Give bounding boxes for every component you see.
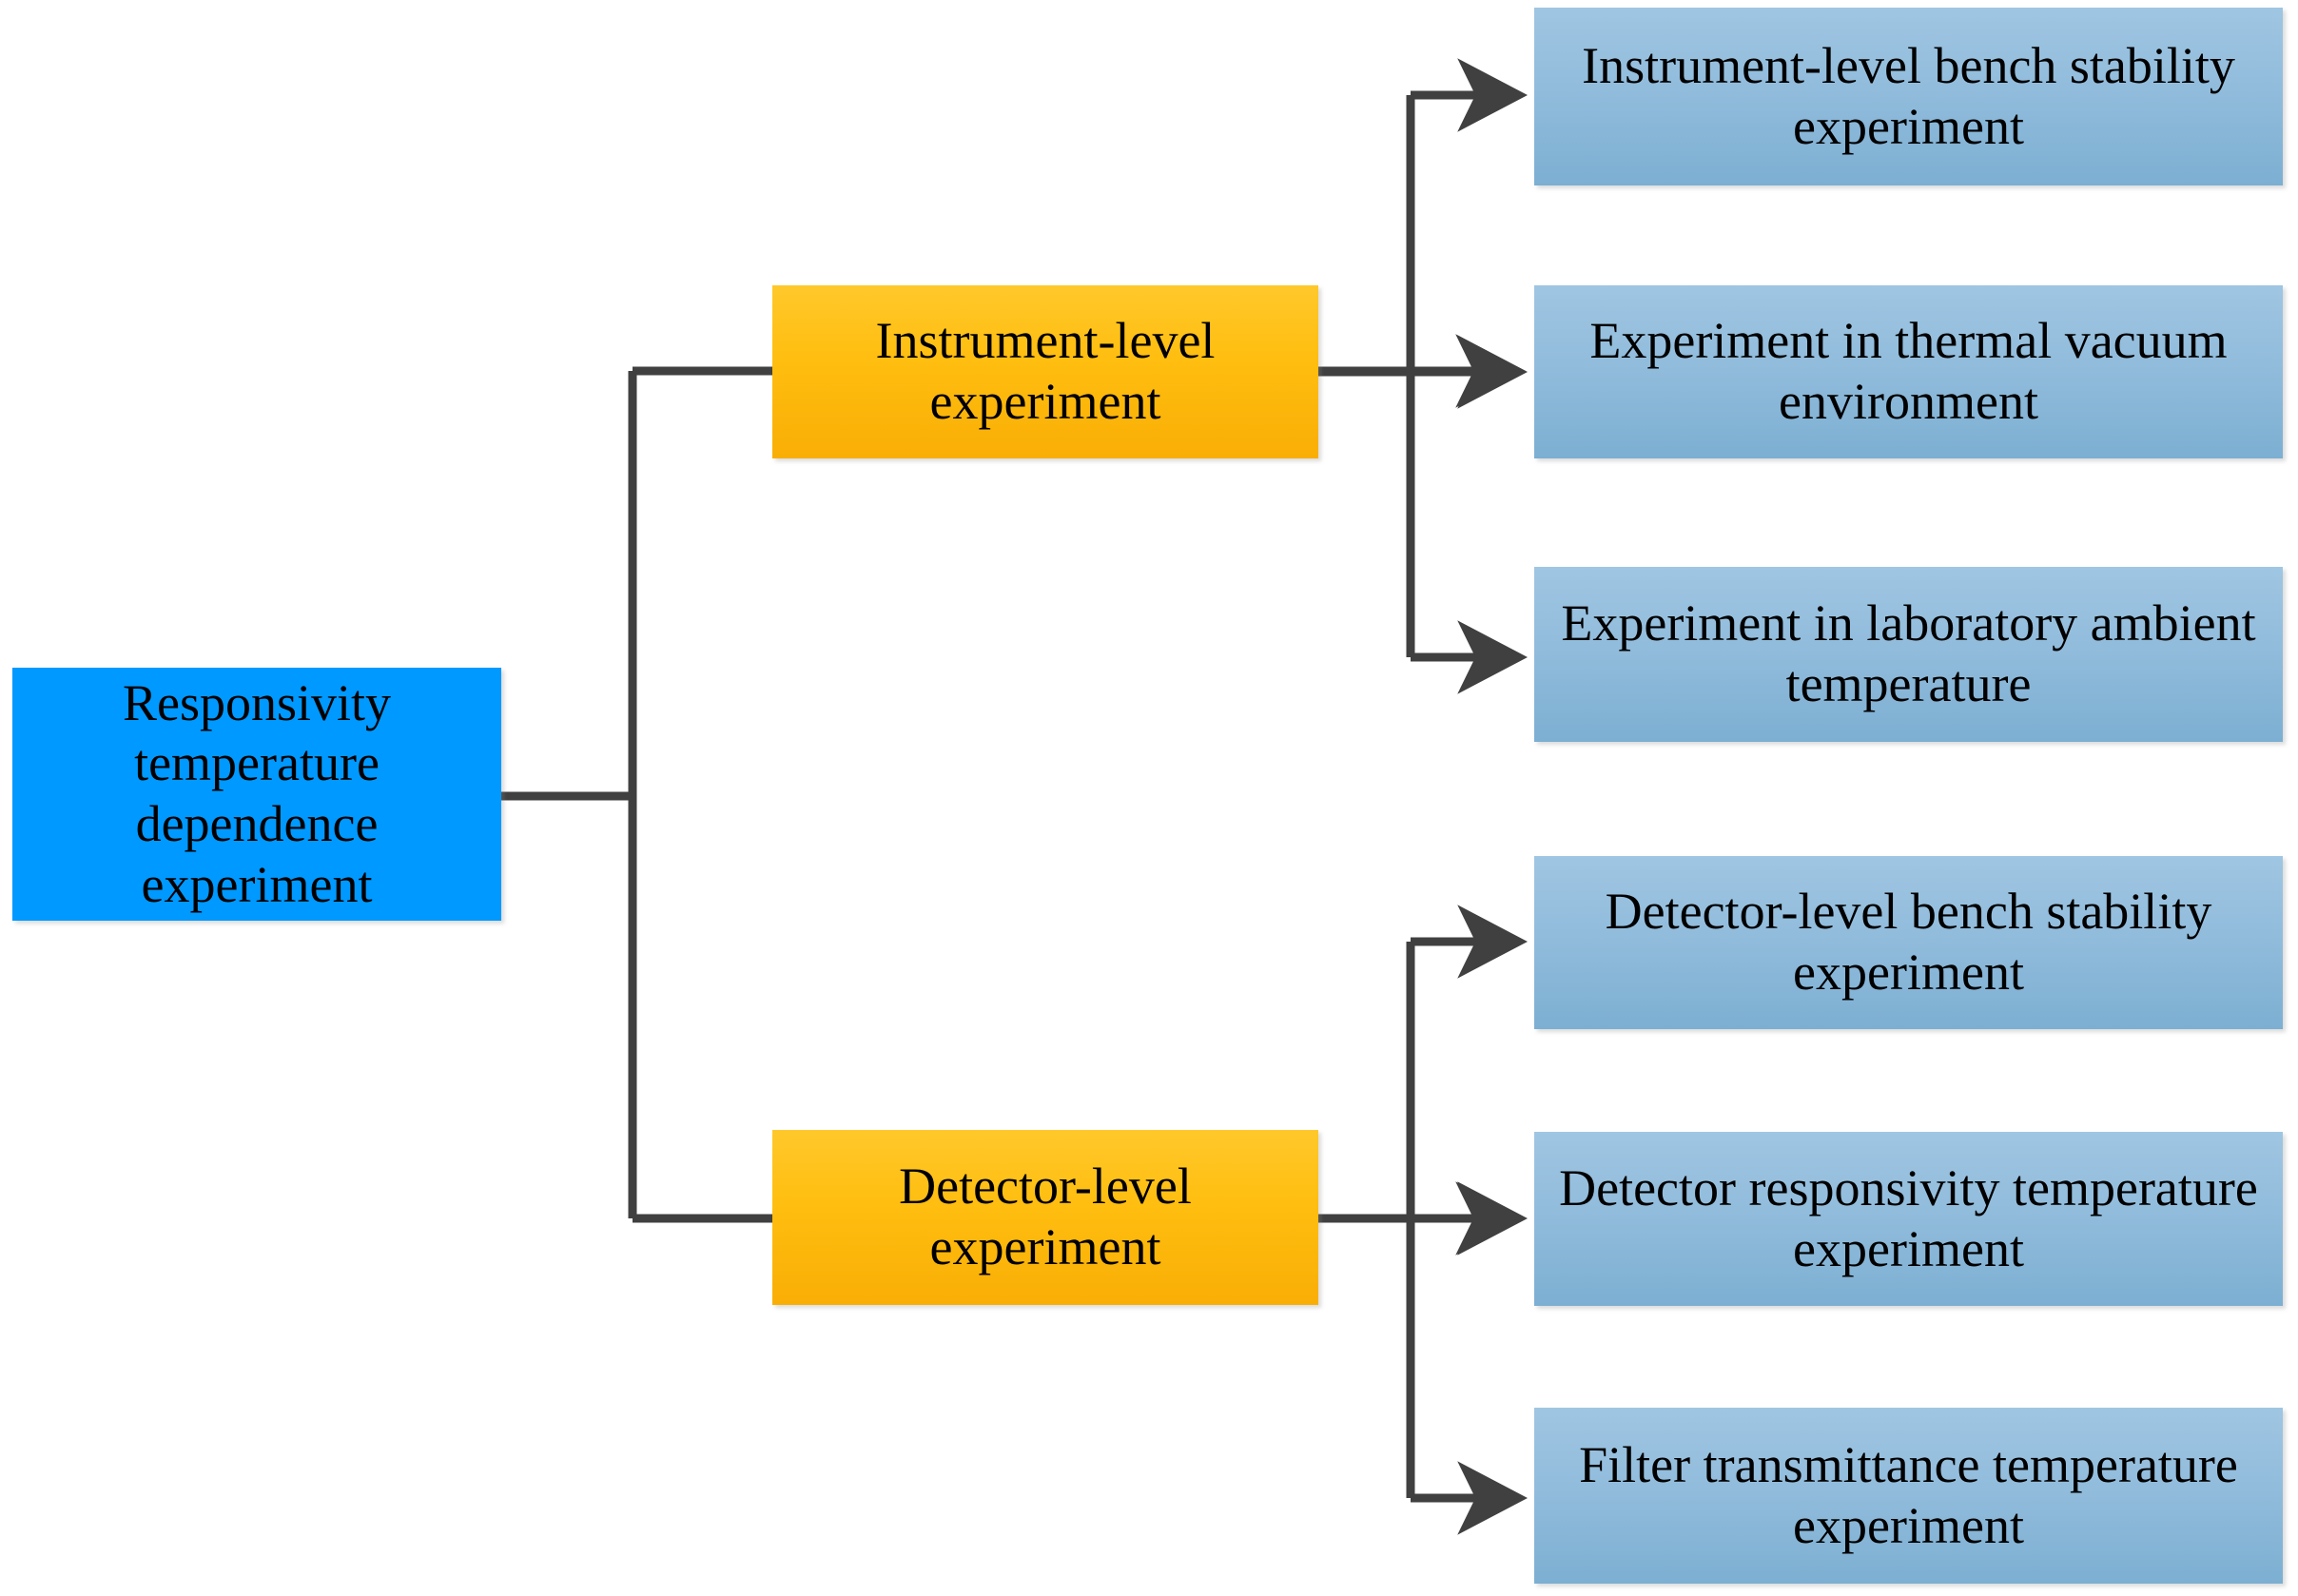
- node-label: Experiment in thermal vacuum environment: [1589, 312, 2228, 430]
- node-label: Detector-level bench stability experimen…: [1605, 883, 2212, 1001]
- node-label: Detector responsivity temperature experi…: [1559, 1158, 2258, 1277]
- node-instrument-level-experiment[interactable]: Instrument-level experiment: [772, 285, 1318, 458]
- node-label: Instrument-level experiment: [875, 312, 1216, 430]
- node-instrument-level-bench-stability-experiment[interactable]: Instrument-level bench stability experim…: [1534, 8, 2283, 185]
- node-label: Responsivity temperature dependence expe…: [122, 673, 392, 913]
- node-experiment-in-thermal-vacuum-environment[interactable]: Experiment in thermal vacuum environment: [1534, 285, 2283, 458]
- node-experiment-in-laboratory-ambient-temperature[interactable]: Experiment in laboratory ambient tempera…: [1534, 567, 2283, 742]
- node-detector-level-bench-stability-experiment[interactable]: Detector-level bench stability experimen…: [1534, 856, 2283, 1029]
- node-detector-responsivity-temperature-experiment[interactable]: Detector responsivity temperature experi…: [1534, 1132, 2283, 1306]
- node-filter-transmittance-temperature-experiment[interactable]: Filter transmittance temperature experim…: [1534, 1408, 2283, 1584]
- node-label: Experiment in laboratory ambient tempera…: [1561, 594, 2256, 712]
- node-label: Filter transmittance temperature experim…: [1579, 1435, 2238, 1554]
- node-detector-level-experiment[interactable]: Detector-level experiment: [772, 1130, 1318, 1305]
- node-responsivity-temperature-dependence-experiment[interactable]: Responsivity temperature dependence expe…: [12, 668, 501, 921]
- node-label: Instrument-level bench stability experim…: [1582, 36, 2235, 155]
- node-label: Detector-level experiment: [899, 1158, 1192, 1275]
